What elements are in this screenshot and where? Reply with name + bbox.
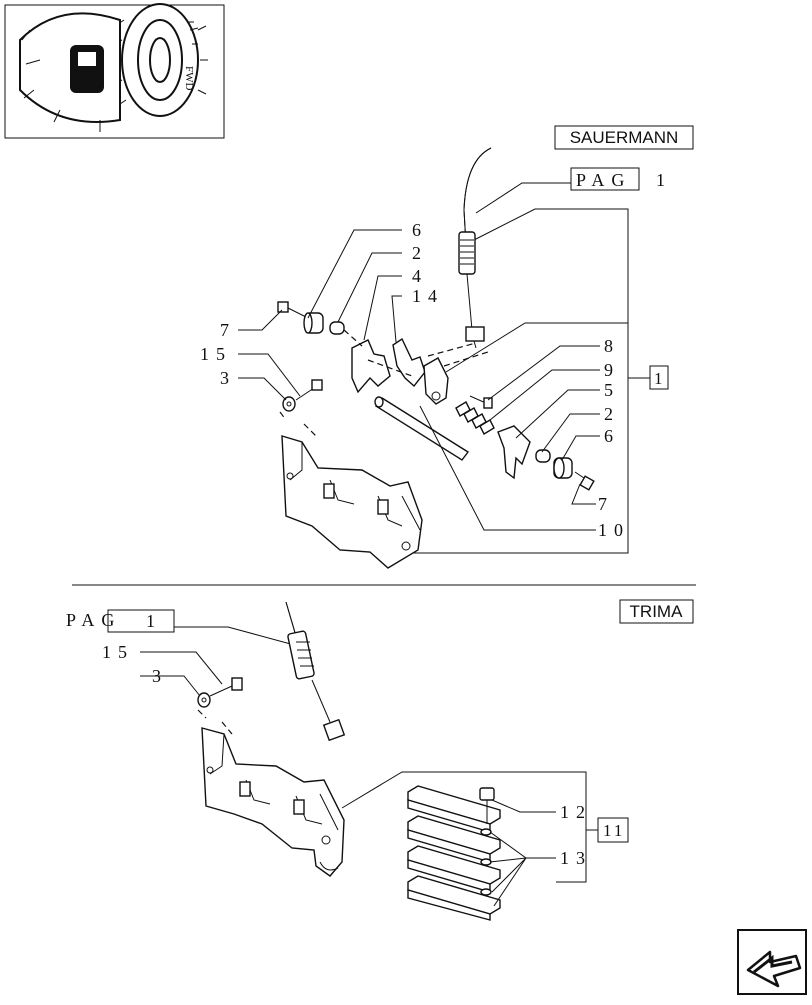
- sauermann-section: SAUERMANN PAG 1 1: [200, 125, 694, 569]
- callout-7-right[interactable]: 7: [598, 494, 614, 514]
- trima-section: TRIMA PAG 1: [66, 599, 694, 921]
- svg-text:1: 1: [656, 170, 672, 190]
- callout-10[interactable]: 10: [598, 520, 630, 540]
- callout-2-upper[interactable]: 2: [412, 243, 428, 263]
- svg-text:1: 1: [654, 369, 663, 388]
- svg-text:PAG: PAG: [66, 610, 121, 630]
- washer-3[interactable]: [282, 396, 296, 412]
- screw-15[interactable]: [295, 379, 323, 401]
- group-ref-1[interactable]: 1: [649, 365, 669, 390]
- spring-9[interactable]: [455, 401, 495, 435]
- callout-6-right[interactable]: 6: [604, 426, 620, 446]
- svg-text:TRIMA: TRIMA: [630, 602, 684, 621]
- callout-2-right[interactable]: 2: [604, 404, 620, 424]
- control-cable-trima: [285, 601, 346, 742]
- callout-6-upper[interactable]: 6: [412, 220, 428, 240]
- sauermann-brand-label: SAUERMANN: [554, 125, 694, 150]
- shim-plates-13[interactable]: [407, 785, 501, 921]
- base-bracket-sauermann[interactable]: [281, 435, 423, 569]
- trima-page-ref[interactable]: PAG 1: [66, 609, 299, 647]
- callout-15-lower[interactable]: 15: [102, 642, 134, 662]
- bolt-7-right[interactable]: [574, 471, 595, 491]
- group-ref-11[interactable]: 11: [597, 817, 629, 843]
- base-bracket-trima[interactable]: [201, 727, 345, 877]
- bracket-plate-4[interactable]: [351, 339, 391, 394]
- callout-13[interactable]: 13: [560, 848, 592, 868]
- callout-9[interactable]: 9: [604, 360, 620, 380]
- bolt-7-left[interactable]: [277, 301, 309, 319]
- screw-15-trima[interactable]: [209, 677, 243, 697]
- callout-14[interactable]: 14: [412, 286, 444, 306]
- screw-8[interactable]: [469, 395, 493, 409]
- screw-12[interactable]: [479, 787, 495, 824]
- svg-text:SAUERMANN: SAUERMANN: [570, 128, 679, 147]
- svg-text:FWD: FWD: [183, 66, 195, 91]
- callout-15-upper[interactable]: 15: [200, 344, 232, 364]
- callout-5[interactable]: 5: [604, 380, 620, 400]
- control-cable: [458, 147, 492, 349]
- callout-8[interactable]: 8: [604, 336, 620, 356]
- spacer-2-right[interactable]: [535, 449, 551, 463]
- tractor-tyre-icon: FWD: [19, 3, 208, 132]
- callout-4[interactable]: 4: [412, 266, 428, 286]
- sauermann-page-ref[interactable]: PAG 1: [475, 167, 672, 214]
- svg-text:PAG: PAG: [576, 170, 631, 190]
- callout-3-lower[interactable]: 3: [152, 666, 168, 686]
- callout-12[interactable]: 12: [560, 802, 592, 822]
- roller-6-right[interactable]: [553, 457, 573, 479]
- callout-3-upper[interactable]: 3: [220, 368, 236, 388]
- lever-arm[interactable]: [423, 357, 449, 405]
- plate-5[interactable]: [497, 425, 531, 480]
- tractor-location-thumbnail[interactable]: FWD: [4, 3, 225, 139]
- group-bracket-line: [400, 208, 629, 554]
- trima-brand-label: TRIMA: [619, 599, 694, 624]
- clip-14[interactable]: [392, 337, 426, 388]
- callout-7-upper[interactable]: 7: [220, 320, 236, 340]
- shaft-10[interactable]: [374, 396, 470, 461]
- next-page-arrow-icon[interactable]: [737, 929, 807, 995]
- spacer-2-left[interactable]: [329, 321, 345, 335]
- svg-text:11: 11: [603, 821, 625, 840]
- washer-3-trima[interactable]: [197, 692, 211, 708]
- svg-text:1: 1: [146, 611, 162, 631]
- roller-6-left[interactable]: [303, 312, 324, 334]
